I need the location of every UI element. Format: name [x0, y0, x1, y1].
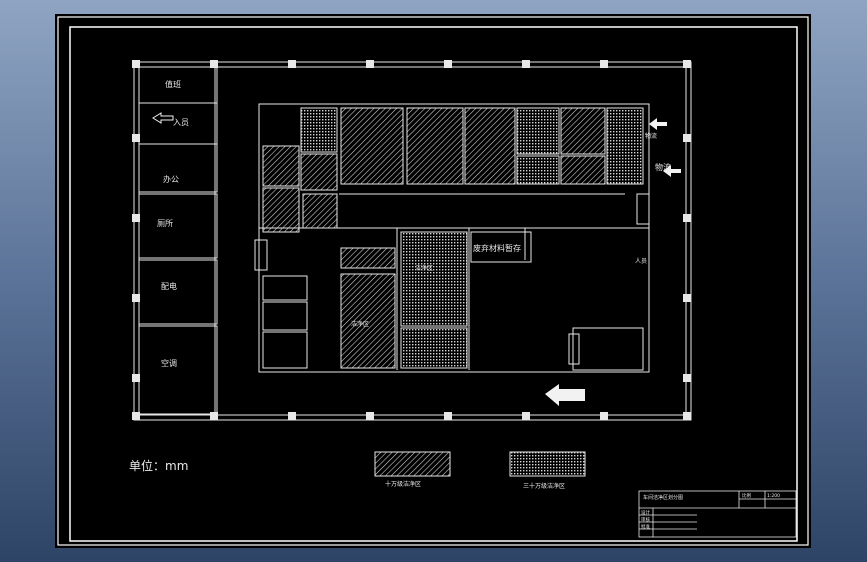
- production-block: [258, 103, 650, 373]
- legend-swatch-dotted: [509, 451, 586, 477]
- label-corridor: 人员: [635, 258, 647, 265]
- utility-rooms: [254, 193, 650, 369]
- title-block: [638, 490, 797, 538]
- legend-swatch-hatched: [374, 451, 451, 477]
- legend-label-b: 三十万级洁净区: [523, 482, 565, 490]
- room-label-waste: 废弃材料暂存: [473, 243, 521, 253]
- label-logistics: 物流: [655, 162, 671, 172]
- room-label-clean-a: 洁净区: [351, 320, 369, 328]
- room-label-toilet: 厕所: [157, 218, 173, 228]
- title-block-title: 车间洁净区划分图: [643, 494, 683, 501]
- label-logistics-door: 物流: [645, 132, 657, 140]
- drawing-sheet: 值班 入员 办公 厕所 配电 空调 废弃材料暂存 物流 物流 人员 洁净区 洁净…: [55, 14, 811, 548]
- title-block-row: 批准: [641, 523, 650, 530]
- title-block-row: 设计: [641, 509, 650, 516]
- flow-arrows: [152, 112, 681, 406]
- clean-zones: [262, 107, 644, 369]
- left-rooms: [138, 66, 218, 415]
- title-block-scale-label: 比例: [742, 492, 751, 499]
- inner-frame: [69, 26, 798, 542]
- columns: [132, 60, 691, 420]
- room-label-aircon: 空调: [161, 358, 177, 368]
- room-label-office: 办公: [163, 174, 179, 184]
- title-block-row: 审核: [641, 516, 650, 523]
- room-label-clean-b: 洁净区: [415, 264, 433, 272]
- room-label-power: 配电: [161, 281, 177, 291]
- unit-label: 单位：mm: [129, 458, 188, 473]
- legend-label-a: 十万级洁净区: [385, 480, 421, 488]
- title-block-scale-value: 1:200: [767, 493, 780, 499]
- room-label-guard: 值班: [165, 79, 181, 89]
- label-entrance: 入员: [173, 118, 189, 127]
- outer-frame: [57, 16, 809, 546]
- floor-plan: 值班 入员 办公 厕所 配电 空调 废弃材料暂存 物流 物流 人员 洁净区 洁净…: [57, 16, 809, 546]
